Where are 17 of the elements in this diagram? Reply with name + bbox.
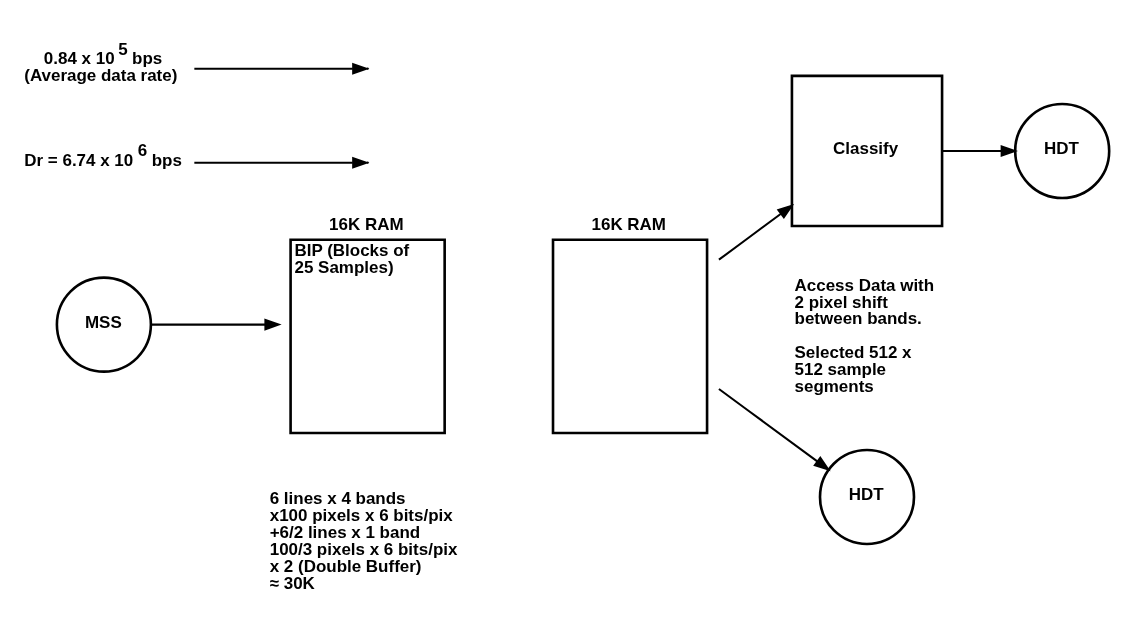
node-label: Selected 512 x 512 sample segments <box>794 342 912 396</box>
arrow <box>942 144 1018 157</box>
node-circle: MSS <box>55 275 153 373</box>
node-label: 16K RAM <box>329 214 404 234</box>
arrow <box>718 203 795 261</box>
node-label: 6 lines x 4 bands <box>269 488 406 508</box>
node-box <box>551 237 709 434</box>
arrow <box>718 387 831 471</box>
node-label: 100/3 pixels x 6 bits/pix <box>269 539 458 559</box>
node-label: 16K RAM <box>591 214 667 234</box>
node-box: Classify <box>790 74 944 227</box>
node-label: Access Data with 2 pixel shift between bands. <box>794 275 935 328</box>
arrow <box>151 318 282 331</box>
node-circle: HDT <box>818 448 916 545</box>
node-circle: HDT <box>1013 102 1111 199</box>
node-label: x100 pixels x 6 bits/pix <box>269 505 453 525</box>
node-box: BIP (Blocks of 25 Samples) <box>289 237 446 434</box>
